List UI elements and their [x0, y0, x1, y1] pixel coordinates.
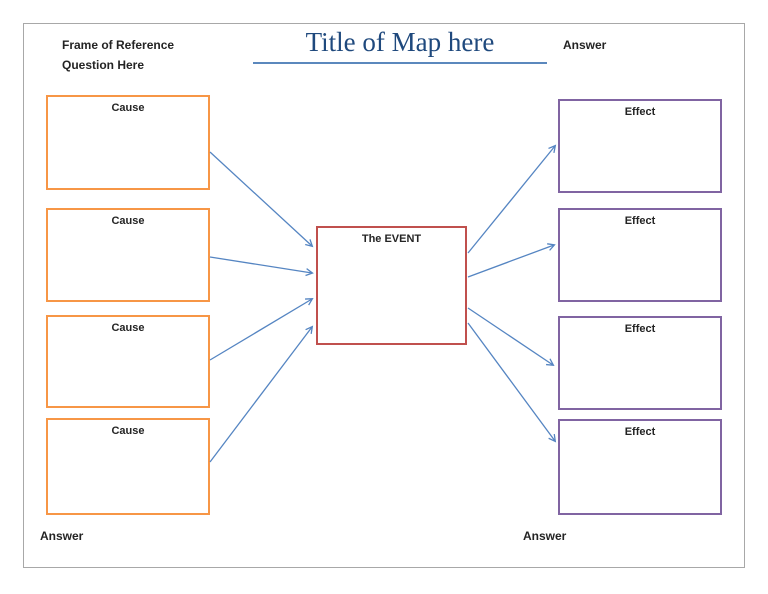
effect-box-3-label: Effect	[624, 323, 656, 335]
frame-of-reference-line2: Question Here	[62, 58, 145, 72]
cause-box-4[interactable]: Cause	[46, 418, 210, 515]
map-title: Title of Map here	[305, 27, 495, 57]
cause-box-1[interactable]: Cause	[46, 95, 210, 190]
effect-box-3[interactable]: Effect	[558, 316, 722, 410]
effect-box-1[interactable]: Effect	[558, 99, 722, 193]
cause-box-4-label: Cause	[111, 425, 145, 437]
cause-box-3[interactable]: Cause	[46, 315, 210, 408]
frame-of-reference-label: Frame of Reference Question Here	[62, 35, 174, 75]
effect-box-2-label: Effect	[624, 215, 656, 227]
cause-box-2[interactable]: Cause	[46, 208, 210, 302]
event-box-label: The EVENT	[361, 233, 422, 245]
cause-box-3-label: Cause	[111, 322, 145, 334]
frame-of-reference-line1: Frame of Reference	[62, 38, 175, 52]
title-underline	[253, 62, 547, 64]
answer-label-bottom-left: Answer	[40, 529, 84, 543]
cause-box-1-label: Cause	[111, 102, 145, 114]
answer-label-bottom-right: Answer	[523, 529, 567, 543]
effect-box-1-label: Effect	[624, 106, 656, 118]
event-box[interactable]: The EVENT	[316, 226, 467, 345]
effect-box-2[interactable]: Effect	[558, 208, 722, 302]
answer-label-top-right: Answer	[563, 38, 607, 52]
effect-box-4[interactable]: Effect	[558, 419, 722, 515]
cause-box-2-label: Cause	[111, 215, 145, 227]
effect-box-4-label: Effect	[624, 426, 656, 438]
